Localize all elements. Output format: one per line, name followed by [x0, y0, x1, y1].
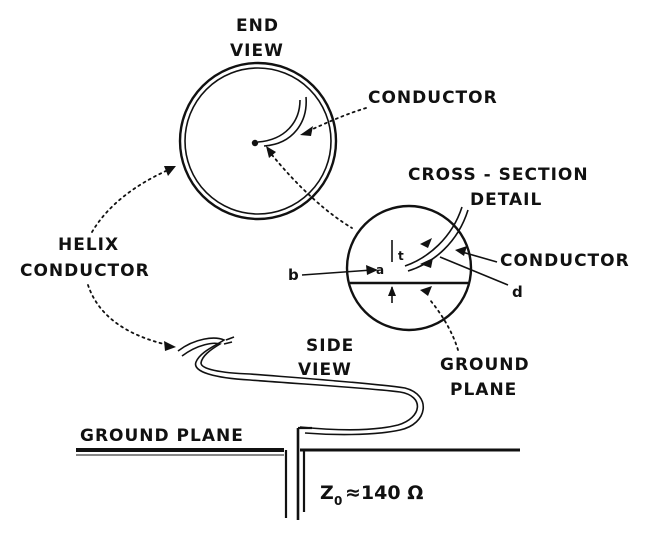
detail-dim-b-arrow — [388, 286, 396, 296]
detail-symbol-a: a — [376, 263, 384, 277]
conductor-top-arrowhead — [300, 126, 313, 136]
ground-plane-detail-leader — [429, 299, 459, 351]
symbol-b: b — [288, 266, 299, 284]
ground-plane-detail-callout: GROUND PLANE — [429, 299, 530, 400]
impedance-z: Z — [320, 482, 334, 504]
side-view-helix-inner — [181, 342, 424, 436]
helix-label-line2: CONDUCTOR — [20, 261, 150, 281]
conductor-detail-leader — [461, 251, 498, 263]
helix-label-line1: HELIX — [58, 235, 119, 255]
detail-arrow-lower — [420, 258, 433, 268]
b-pointer-arrow — [366, 265, 378, 275]
conductor-detail-label: CONDUCTOR — [500, 251, 630, 271]
helix-conductor-callout: HELIX CONDUCTOR — [20, 166, 176, 351]
side-view-label-line1: SIDE — [306, 336, 354, 356]
side-view-label-line2: VIEW — [298, 360, 352, 380]
detail-arrow-plane — [420, 286, 432, 296]
detail-arrow-upper — [420, 238, 432, 248]
side-view-tail-1 — [225, 336, 235, 341]
d-callout: d — [439, 256, 523, 301]
conductor-top-label: CONDUCTOR — [368, 88, 498, 108]
end-view-outer-circle — [178, 61, 338, 221]
end-view: END VIEW — [178, 16, 338, 221]
end-view-inner-circle — [184, 67, 332, 215]
detail-circle — [345, 204, 473, 332]
helix-leader-down-arrow — [164, 341, 176, 351]
conductor-top-callout: CONDUCTOR — [300, 88, 498, 136]
detail-symbol-t: t — [398, 249, 404, 263]
conductor-detail-callout: CONDUCTOR — [455, 246, 630, 271]
helix-leader-down — [87, 284, 169, 346]
ground-plane-detail-label-line1: GROUND — [440, 355, 530, 375]
side-view-helix-outer — [177, 337, 419, 431]
detail-conductor-arc-2 — [407, 209, 469, 272]
d-pointer-line — [439, 256, 509, 286]
conductor-detail-arrowhead — [455, 246, 467, 256]
impedance-value: ≈140 Ω — [345, 482, 423, 504]
end-view-conductor-curve-outer — [263, 96, 307, 147]
end-view-center-dot — [251, 139, 259, 147]
helix-leader-up-arrow — [164, 166, 176, 176]
side-view-tail-2 — [223, 341, 233, 345]
ground-plane-bottom-label: GROUND PLANE — [80, 426, 244, 446]
cross-section-label-line1: CROSS - SECTION — [408, 165, 589, 185]
end-to-detail-arrowhead — [266, 146, 276, 158]
detail-conductor-arc-1 — [404, 206, 463, 267]
impedance-subscript: 0 — [334, 494, 342, 508]
end-view-conductor-curve-inner — [257, 99, 301, 143]
end-to-detail-leader — [267, 149, 353, 229]
end-view-label-line1: END — [236, 16, 279, 36]
symbol-d: d — [512, 283, 523, 301]
helix-leader-up — [91, 169, 169, 233]
cross-section-label-line2: DETAIL — [470, 190, 542, 210]
side-view: SIDE VIEW — [177, 336, 424, 436]
ground-plane-detail-label-line2: PLANE — [450, 380, 517, 400]
end-view-label-line2: VIEW — [230, 41, 284, 61]
ground-plane-feed: GROUND PLANE Z 0 ≈140 Ω — [76, 426, 520, 520]
b-callout: b — [288, 265, 378, 284]
cross-section-detail: CROSS - SECTION DETAIL t a — [345, 165, 589, 332]
b-pointer-line — [301, 269, 373, 276]
